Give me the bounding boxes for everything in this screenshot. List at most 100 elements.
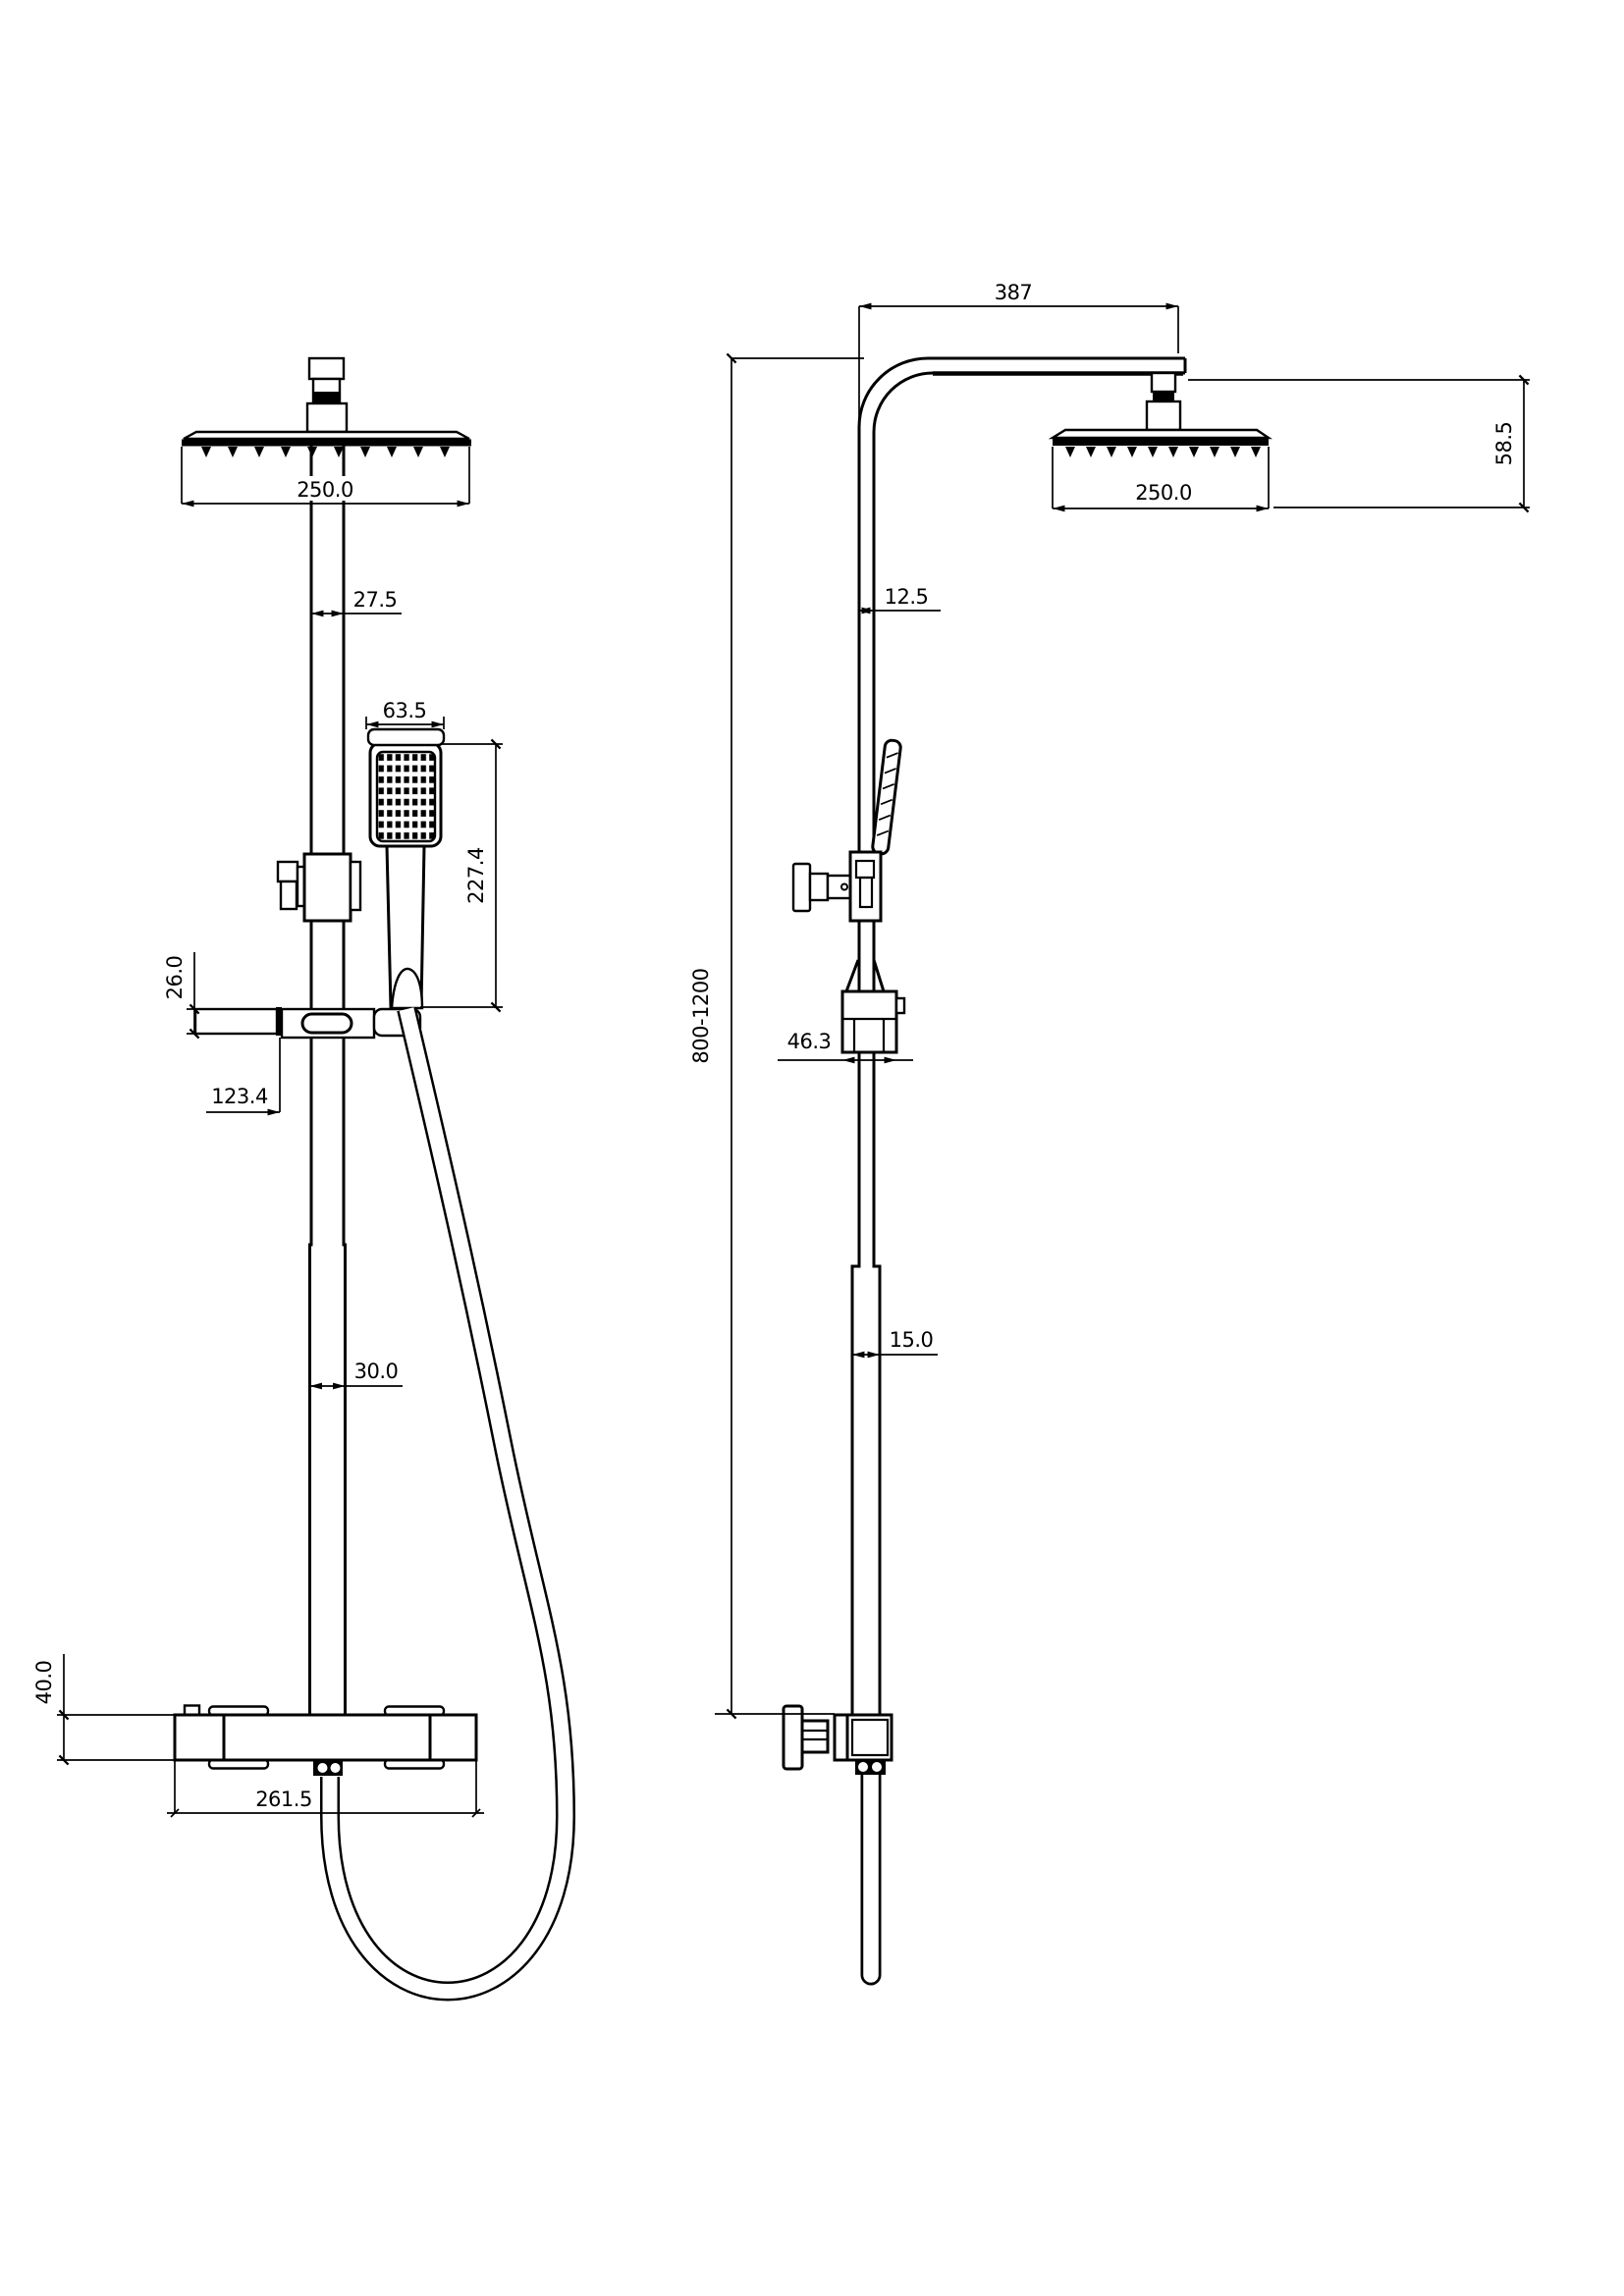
wall-bracket-tab [894, 996, 906, 1015]
dim-side-head-drop: 58.5 [1188, 374, 1530, 513]
ext-lines [181, 447, 470, 504]
front-hose [320, 1006, 576, 2002]
overhead-nozzles [201, 447, 450, 457]
wall-bracket-body [840, 989, 898, 1054]
dim-front-column-upper: 27.5 [311, 588, 402, 617]
dim-label: 30.0 [354, 1360, 399, 1383]
handset-outlet [390, 967, 424, 1010]
hose-core [322, 1007, 573, 1999]
dim-label: 27.5 [353, 588, 398, 612]
side-slider-bracket [791, 850, 883, 923]
front-overhead-shower [182, 430, 471, 457]
dim-label: 387 [995, 281, 1033, 304]
dim-label: 46.3 [787, 1030, 832, 1053]
valve-handle-splits [222, 1715, 432, 1760]
side-fitting-nut [1153, 392, 1174, 401]
handset-face [375, 750, 437, 843]
side-valve-knob [782, 1704, 804, 1771]
dim-label: 227.4 [464, 847, 488, 904]
side-handset [871, 738, 902, 856]
dim-label: 250.0 [1135, 481, 1192, 505]
dim-label: 123.4 [211, 1085, 268, 1108]
side-valve [782, 1704, 893, 1771]
dim-front-valve-height: 40.0 [32, 1654, 175, 1766]
bracket-tab [349, 860, 362, 912]
dim-front-column-lower: 30.0 [309, 1360, 403, 1390]
dim-label: 58.5 [1492, 422, 1516, 466]
bracket-cone [844, 959, 886, 992]
dim-label: 26.0 [163, 956, 187, 1000]
overhead-plate [183, 430, 470, 441]
side-knob-pin [840, 882, 848, 891]
side-view: 387 58.5 250.0 12.5 46.3 [689, 281, 1530, 1986]
top-fitting-upper [307, 356, 346, 381]
side-bracket-window-lower [858, 876, 874, 909]
ext-lines [57, 1654, 175, 1761]
hose-nut-circle-left [315, 1761, 330, 1775]
bracket-knob-top [276, 860, 299, 883]
side-knob [791, 862, 812, 913]
side-handset-grip-lines [876, 752, 898, 836]
side-fitting-block [1145, 400, 1182, 432]
front-handset [366, 727, 446, 1009]
ext-lines [858, 306, 1179, 427]
side-wall-bracket [840, 959, 906, 1054]
dim-label: 250.0 [297, 478, 353, 502]
side-overhead-plate [1048, 428, 1272, 440]
front-slider-bracket [276, 852, 362, 923]
wall-bracket-sleeve-lines [852, 1019, 886, 1052]
shelf-left [193, 1007, 279, 1036]
side-arm-riser [850, 356, 1187, 1715]
top-fitting-lower [305, 401, 349, 434]
hose-nut-circle-right [328, 1761, 343, 1775]
front-hose-connection [313, 1760, 343, 1776]
dim-front-overhead-width: 250.0 [181, 447, 470, 507]
front-top-fitting [305, 356, 349, 434]
dim-side-overhead-width: 250.0 [1052, 447, 1270, 512]
dim-label: 15.0 [890, 1328, 934, 1352]
side-valve-body [845, 1713, 893, 1762]
side-valve-face [850, 1718, 890, 1757]
dim-label: 40.0 [32, 1661, 56, 1705]
ext-lines [1188, 379, 1530, 508]
dim-side-riser-height: 800-1200 [689, 352, 864, 1720]
front-valve [173, 1704, 478, 1770]
dim-side-arm-projection: 387 [858, 281, 1179, 427]
side-overhead-nozzles [1065, 447, 1261, 457]
label-mask [295, 476, 356, 501]
side-fitting-neck [1150, 371, 1177, 394]
ext-lines [174, 1760, 477, 1813]
side-hose-nut-circle-right [870, 1760, 884, 1774]
side-hose-nut-circle-left [856, 1760, 870, 1774]
dim-label: 63.5 [383, 699, 427, 722]
arm-outer-edge [850, 356, 1185, 1715]
dim-label: 800-1200 [689, 968, 713, 1063]
dim-front-valve-width: 261.5 [167, 1760, 484, 1818]
dim-front-handset-length: 227.4 [420, 738, 503, 1013]
shelf-slot [300, 1012, 353, 1035]
side-knob-stem [808, 872, 830, 902]
side-bracket-block [848, 850, 883, 923]
dim-side-column-lower: 15.0 [852, 1328, 938, 1359]
front-view: 250.0 27.5 63.5 227.4 26.0 [32, 356, 576, 2002]
bracket-block [302, 852, 352, 923]
dim-side-column-upper: 12.5 [858, 585, 941, 614]
dim-ticks [170, 1808, 481, 1818]
side-valve-stem [800, 1719, 830, 1754]
side-valve-stem-lines [802, 1729, 828, 1741]
arm-inner-edge [872, 371, 1185, 1715]
handset-cap [366, 727, 446, 747]
dim-label: 261.5 [255, 1788, 312, 1811]
side-hose-connection [855, 1760, 886, 1775]
side-top-fitting [1145, 371, 1182, 432]
side-valve-plate [833, 1713, 849, 1762]
ext-lines [1052, 447, 1270, 508]
side-overhead-shower [1048, 428, 1272, 457]
front-shelf [193, 1007, 422, 1040]
dim-front-shelf-offset: 123.4 [206, 1038, 281, 1116]
top-fitting-nut [314, 392, 339, 402]
dim-label: 12.5 [885, 585, 929, 609]
bracket-knob-bottom [279, 880, 298, 911]
dim-side-bracket-width: 46.3 [778, 1030, 913, 1064]
